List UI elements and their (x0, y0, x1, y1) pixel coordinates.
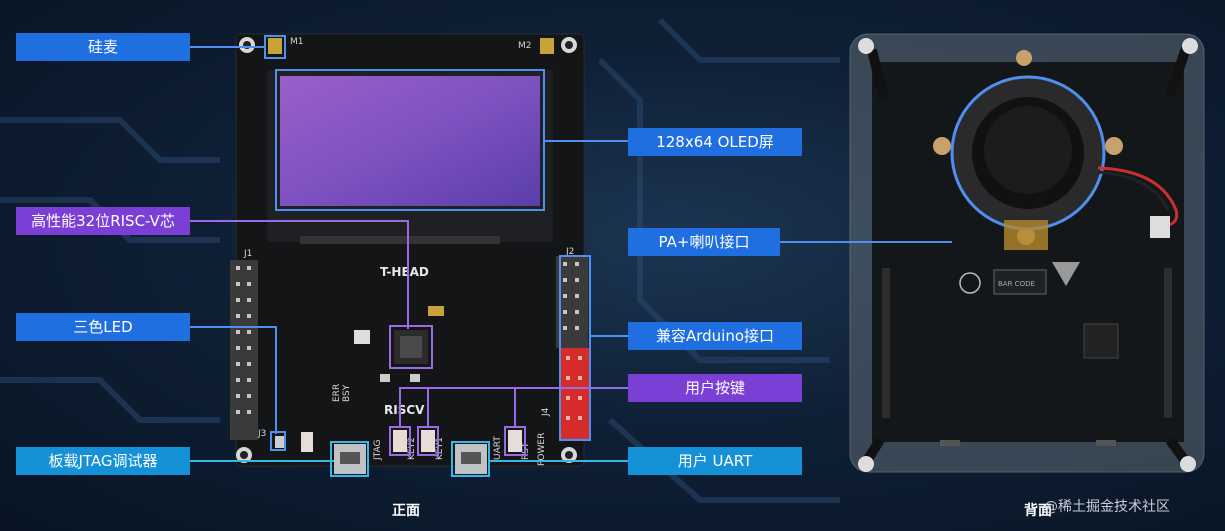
silk-bsy: BSY (342, 384, 352, 402)
caption-front: 正面 (392, 503, 420, 519)
silk-bar-code: BAR CODE (998, 280, 1035, 288)
silk-power: POWER (537, 433, 547, 466)
silk-m1: M1 (290, 37, 304, 47)
silk-m2: M2 (518, 41, 532, 51)
silk-key2: KEY2 (407, 437, 417, 460)
label-speaker: PA+喇叭接口 (628, 228, 780, 256)
silk-err: ERR (332, 384, 342, 402)
caption-back: 背面 (1024, 503, 1052, 519)
silk-key1: KEY1 (435, 437, 445, 460)
label-keys: 用户按键 (628, 374, 802, 402)
thead-logo: T-HEAD (380, 265, 429, 279)
silk-jtag: JTAG (373, 440, 383, 461)
label-arduino: 兼容Arduino接口 (628, 322, 802, 350)
label-led: 三色LED (16, 313, 190, 341)
label-cpu: 高性能32位RISC-V芯 (16, 207, 190, 235)
label-uart: 用户 UART (628, 447, 802, 475)
silk-uart: UART (493, 436, 503, 460)
label-mic: 硅麦 (16, 33, 190, 61)
silk-j2: J2 (565, 247, 574, 257)
label-jtag: 板载JTAG调试器 (16, 447, 190, 475)
label-oled: 128x64 OLED屏 (628, 128, 802, 156)
silk-j4: J4 (541, 407, 551, 417)
watermark: @稀土掘金技术社区 (1044, 499, 1170, 515)
riscv-logo: RISCV (384, 403, 425, 417)
silk-j3: J3 (257, 429, 266, 439)
silk-j1: J1 (243, 249, 252, 259)
